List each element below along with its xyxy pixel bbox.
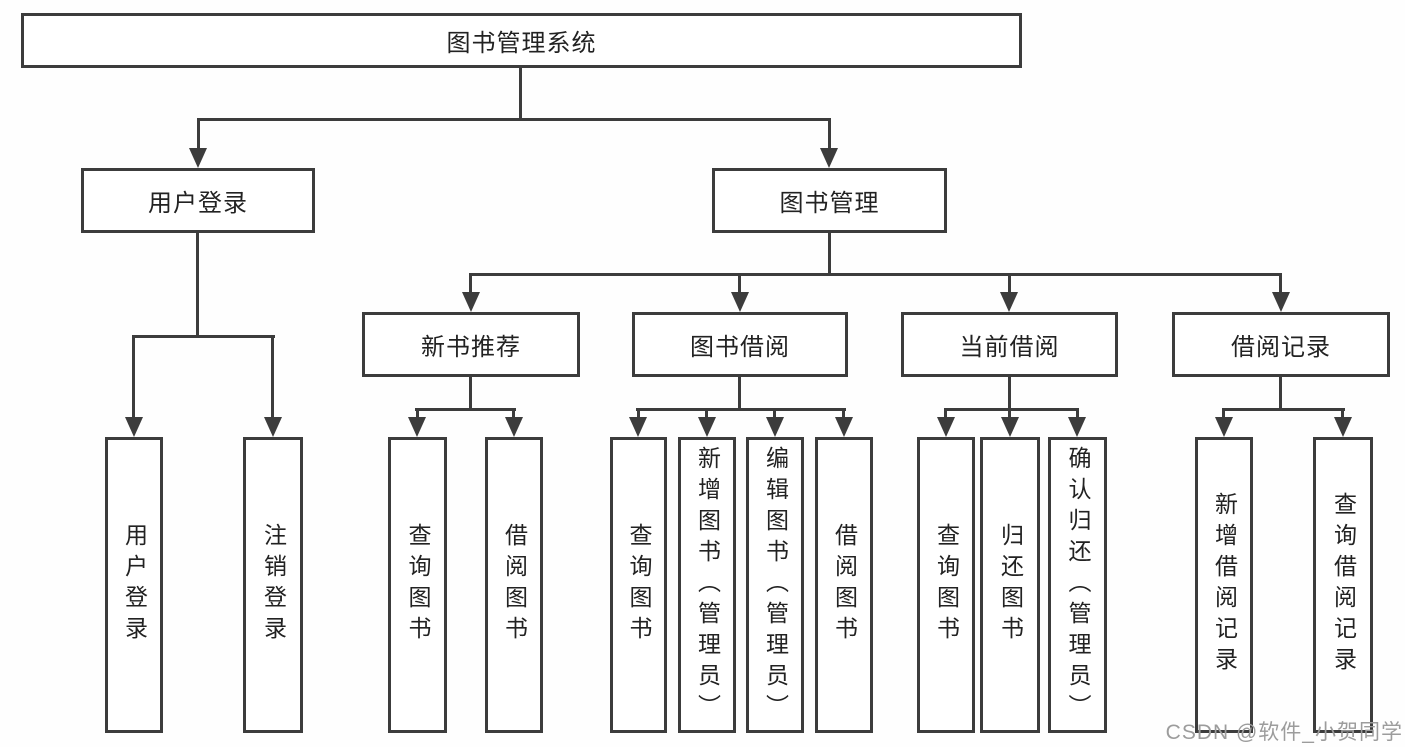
connector-rail — [636, 408, 846, 411]
connector-drop — [944, 408, 947, 420]
connector-drop — [1222, 408, 1225, 420]
connector-drop — [828, 118, 831, 152]
leaf-add-book-admin: 新增图书（管理员） — [678, 437, 736, 733]
connector-stem — [519, 68, 522, 120]
connector-rail — [469, 273, 1281, 276]
leaf-edit-book-admin: 编辑图书（管理员） — [746, 437, 804, 733]
arrow-down-icon — [698, 417, 716, 437]
connector-rail — [197, 118, 831, 121]
connector-drop — [705, 408, 708, 420]
leaf-recommend-query-books: 查询图书 — [388, 437, 447, 733]
connector-drop — [1076, 408, 1079, 420]
connector-rail — [944, 408, 1079, 411]
connector-drop — [773, 408, 776, 420]
connector-drop — [271, 335, 274, 421]
node-user-login: 用户登录 — [81, 168, 315, 233]
leaf-user-login: 用户登录 — [105, 437, 163, 733]
arrow-down-icon — [408, 417, 426, 437]
arrow-down-icon — [1001, 417, 1019, 437]
connector-rail — [132, 335, 275, 338]
node-library-management-system: 图书管理系统 — [21, 13, 1022, 68]
connector-drop — [469, 273, 472, 297]
connector-drop — [512, 408, 515, 420]
connector-drop — [1008, 273, 1011, 297]
leaf-borrow-books: 借阅图书 — [815, 437, 873, 733]
leaf-logout: 注销登录 — [243, 437, 303, 733]
connector-drop — [197, 118, 200, 152]
leaf-borrow-query-books: 查询图书 — [610, 437, 667, 733]
node-current-borrowing: 当前借阅 — [901, 312, 1118, 377]
leaf-query-borrow-record: 查询借阅记录 — [1313, 437, 1373, 733]
arrow-down-icon — [462, 292, 480, 312]
arrow-down-icon — [1000, 292, 1018, 312]
connector-stem — [196, 233, 199, 338]
leaf-confirm-return-admin: 确认归还（管理员） — [1048, 437, 1107, 733]
node-borrowing-records: 借阅记录 — [1172, 312, 1390, 377]
arrow-down-icon — [505, 417, 523, 437]
connector-rail — [1222, 408, 1345, 411]
connector-drop — [1341, 408, 1344, 420]
connector-stem — [738, 377, 741, 411]
arrow-down-icon — [629, 417, 647, 437]
connector-drop — [738, 273, 741, 297]
csdn-watermark: CSDN @软件_小贺同学 — [1165, 721, 1403, 744]
arrow-down-icon — [1068, 417, 1086, 437]
arrow-down-icon — [835, 417, 853, 437]
leaf-current-query-books: 查询图书 — [917, 437, 975, 733]
node-book-borrowing: 图书借阅 — [632, 312, 848, 377]
connector-drop — [637, 408, 640, 420]
connector-stem — [1008, 377, 1011, 411]
connector-drop — [416, 408, 419, 420]
connector-drop — [842, 408, 845, 420]
arrow-down-icon — [766, 417, 784, 437]
arrow-down-icon — [937, 417, 955, 437]
connector-drop — [1279, 273, 1282, 297]
arrow-down-icon — [1334, 417, 1352, 437]
connector-drop — [1008, 408, 1011, 420]
node-new-book-recommend: 新书推荐 — [362, 312, 580, 377]
connector-stem — [469, 377, 472, 411]
connector-rail — [415, 408, 516, 411]
arrow-down-icon — [820, 148, 838, 168]
arrow-down-icon — [264, 417, 282, 437]
connector-stem — [828, 233, 831, 276]
arrow-down-icon — [1215, 417, 1233, 437]
arrow-down-icon — [125, 417, 143, 437]
leaf-return-books: 归还图书 — [980, 437, 1040, 733]
arrow-down-icon — [731, 292, 749, 312]
node-book-management: 图书管理 — [712, 168, 947, 233]
arrow-down-icon — [1272, 292, 1290, 312]
leaf-recommend-borrow-books: 借阅图书 — [485, 437, 543, 733]
connector-stem — [1279, 377, 1282, 411]
connector-drop — [132, 335, 135, 421]
arrow-down-icon — [189, 148, 207, 168]
leaf-add-borrow-record: 新增借阅记录 — [1195, 437, 1253, 733]
